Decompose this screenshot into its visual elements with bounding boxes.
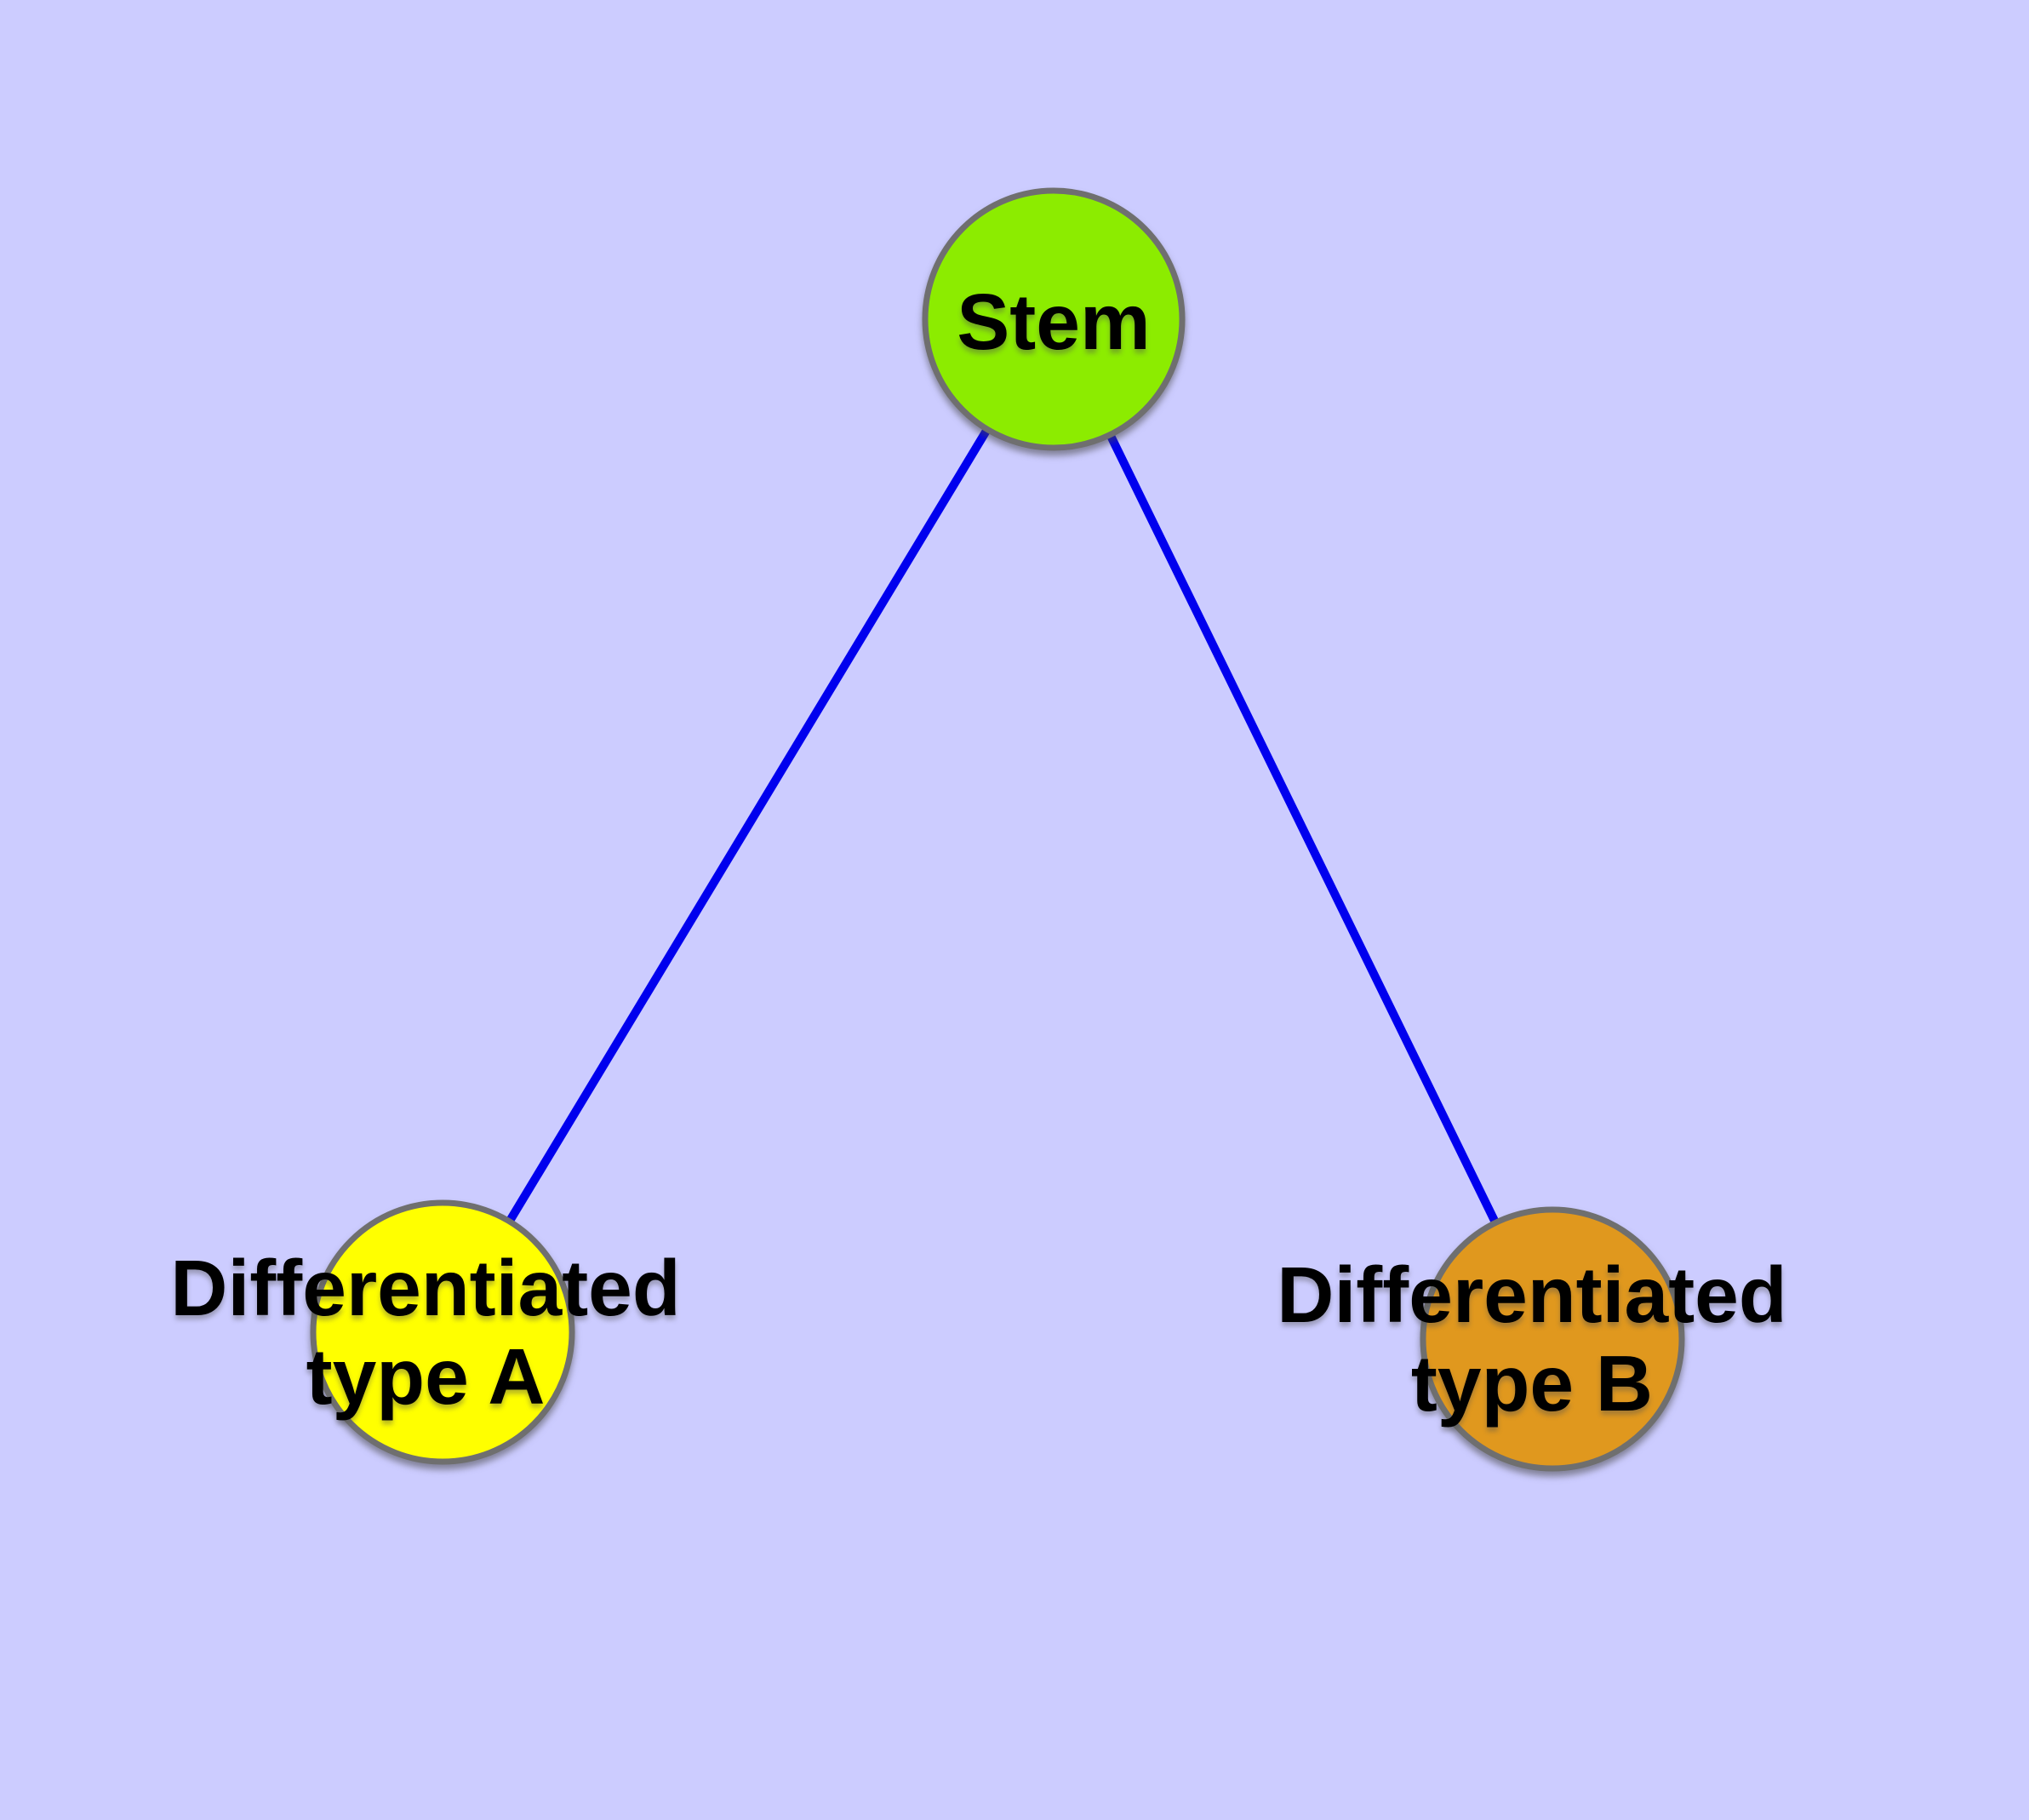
node-differentiated-type-a-circle: [310, 1199, 575, 1465]
node-differentiated-type-b-circle: [1420, 1206, 1685, 1472]
edge-stem-to-type-b: [1049, 317, 1557, 1342]
edge-layer: [438, 317, 1557, 1342]
node-differentiated-type-b-label-line2: type B: [1411, 1339, 1653, 1428]
node-differentiated-type-b-label-line1: Differentiated: [1277, 1251, 1786, 1339]
node-stem: Stem: [922, 187, 1186, 451]
node-differentiated-type-a-label-line1: Differentiated: [170, 1244, 680, 1332]
node-differentiated-type-a-label-line2: type A: [306, 1332, 546, 1421]
node-stem-circle: [922, 187, 1186, 451]
edge-stem-to-type-a: [438, 317, 1058, 1335]
node-stem-label: Stem: [957, 278, 1150, 366]
